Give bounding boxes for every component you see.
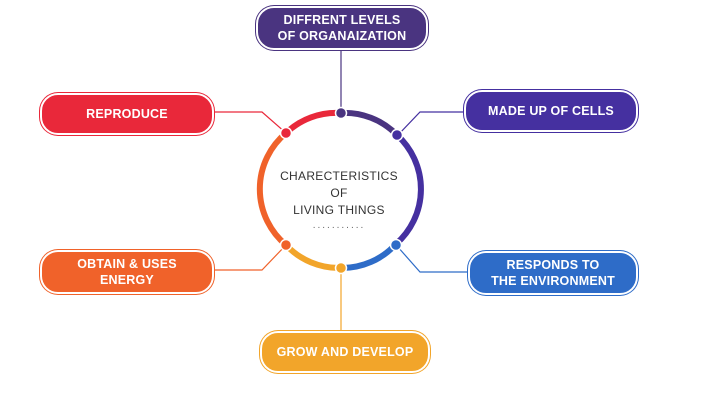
center-title-line-1: CHARECTERISTICS: [280, 169, 398, 183]
connector-energy: [212, 244, 287, 271]
node-energy-line-1: OBTAIN & USES: [77, 257, 177, 271]
node-cells: MADE UP OF CELLS: [466, 92, 636, 130]
ring-segment-responds: [340, 241, 399, 272]
connector-reproduce: [212, 111, 287, 134]
node-dot-levels: [334, 106, 348, 120]
node-reproduce-label: REPRODUCE: [86, 107, 168, 121]
node-levels-line-2: OF ORGANAIZATION: [277, 29, 407, 43]
center-dots: ...........: [312, 220, 366, 231]
node-cells-label: MADE UP OF CELLS: [488, 104, 614, 118]
node-dot-grow: [334, 261, 348, 275]
node-energy-line-2: ENERGY: [99, 273, 154, 287]
node-responds-line-2: THE ENVIRONMENT: [491, 274, 615, 288]
node-dot-cells: [390, 128, 404, 142]
node-levels-line-1: DIFFRENT LEVELS: [283, 13, 401, 27]
ring-segment-energy: [256, 130, 288, 248]
node-grow: GROW AND DEVELOP: [262, 333, 428, 371]
node-reproduce: REPRODUCE: [42, 95, 212, 133]
ring-segment-cells: [394, 132, 424, 247]
node-levels: DIFFRENT LEVELS OF ORGANAIZATION: [258, 8, 426, 48]
ring-segment-grow: [283, 242, 342, 272]
connector-cells: [397, 111, 466, 136]
node-responds-line-1: RESPONDS TO: [506, 258, 600, 272]
node-energy: OBTAIN & USES ENERGY: [42, 252, 212, 292]
center-title-line-3: LIVING THINGS: [293, 203, 385, 217]
center-title-line-2: OF: [330, 186, 348, 200]
node-dot-reproduce: [279, 126, 293, 140]
connector-responds: [396, 245, 470, 273]
ring-segment-levels: [339, 109, 400, 138]
ring-segment-reproduce: [283, 109, 341, 136]
center-title: CHARECTERISTICS OF LIVING THINGS .......…: [273, 168, 405, 231]
node-grow-label: GROW AND DEVELOP: [276, 345, 414, 359]
node-dot-responds: [389, 238, 403, 252]
node-dot-energy: [279, 238, 293, 252]
node-responds: RESPONDS TO THE ENVIRONMENT: [470, 253, 636, 293]
